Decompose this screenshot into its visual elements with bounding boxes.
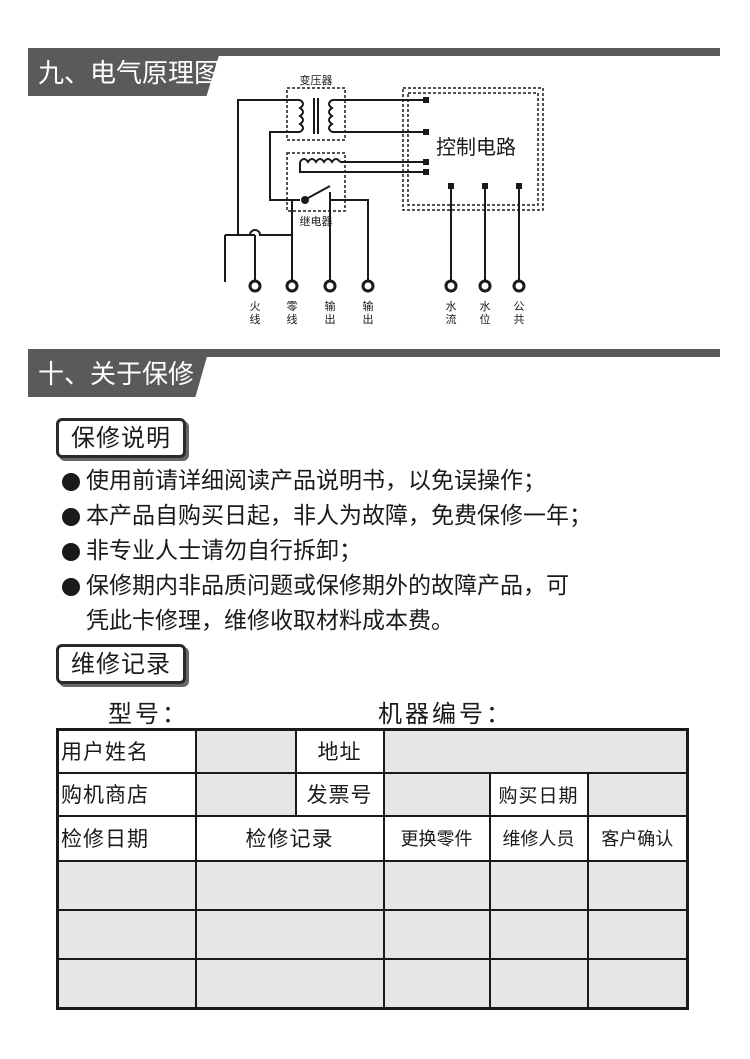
list-item: 本产品自购买日起，非人为故障，免费保修一年； bbox=[60, 499, 720, 534]
transformer-label: 变压器 bbox=[300, 73, 333, 87]
terminal-label: 输出 bbox=[363, 299, 374, 326]
table-cell[interactable] bbox=[382, 957, 491, 1010]
list-item: 保修期内非品质问题或保修期外的故障产品，可 bbox=[60, 569, 720, 604]
model-label: 型号： bbox=[108, 700, 189, 728]
warranty-heading: 保修说明 bbox=[56, 418, 186, 458]
purchase-date-label: 购买日期 bbox=[488, 771, 589, 817]
terminal-output-1 bbox=[323, 279, 337, 293]
table-cell[interactable] bbox=[56, 957, 197, 1010]
wiring-diagram: 变压器 继电器 控制电路 火线 零线 输出 输出 水流 水位 公共 bbox=[224, 73, 544, 326]
terminal-output-2 bbox=[361, 279, 375, 293]
list-item-continuation: 凭此卡修理，维修收取材料成本费。 bbox=[86, 608, 454, 634]
terminal-label: 火线 bbox=[250, 300, 261, 326]
terminal-label: 水位 bbox=[480, 300, 491, 326]
list-item: 非专业人士请勿自行拆卸； bbox=[60, 534, 720, 569]
repair-record-table: 用户姓名 地址 购机商店 发票号 购买日期 检修日期 检修记录 更换零件 维修人… bbox=[56, 728, 690, 1010]
table-cell[interactable] bbox=[194, 908, 385, 960]
table-cell[interactable] bbox=[586, 957, 689, 1010]
table-cell[interactable] bbox=[488, 859, 589, 911]
table-cell[interactable] bbox=[56, 859, 197, 911]
table-row bbox=[56, 859, 689, 911]
column-header: 检修日期 bbox=[56, 814, 197, 862]
user-name-field[interactable] bbox=[194, 728, 297, 774]
terminal-label: 零线 bbox=[287, 300, 298, 326]
relay-box bbox=[286, 152, 346, 212]
terminal-live bbox=[248, 279, 262, 293]
table-cell[interactable] bbox=[194, 859, 385, 911]
section-title: 十、关于保修 bbox=[28, 353, 208, 397]
table-cell[interactable] bbox=[382, 859, 491, 911]
list-item: 使用前请详细阅读产品说明书，以免误操作； bbox=[60, 464, 720, 499]
table-row bbox=[56, 957, 689, 1010]
user-name-label: 用户姓名 bbox=[56, 728, 197, 774]
invoice-field[interactable] bbox=[382, 771, 491, 817]
terminal-label: 输出 bbox=[325, 299, 336, 326]
section-divider bbox=[28, 48, 720, 56]
terminal-flow bbox=[444, 279, 458, 293]
address-field[interactable] bbox=[382, 728, 689, 774]
table-cell[interactable] bbox=[586, 908, 689, 960]
control-box-inner bbox=[407, 92, 539, 206]
purchase-date-field[interactable] bbox=[586, 771, 689, 817]
terminal-label: 水流 bbox=[446, 300, 457, 326]
store-field[interactable] bbox=[194, 771, 297, 817]
column-header: 维修人员 bbox=[488, 814, 589, 862]
control-label: 控制电路 bbox=[436, 135, 516, 159]
table-cell[interactable] bbox=[586, 859, 689, 911]
invoice-label: 发票号 bbox=[294, 771, 385, 817]
column-header: 检修记录 bbox=[194, 814, 385, 862]
store-label: 购机商店 bbox=[56, 771, 197, 817]
terminal-neutral bbox=[285, 279, 299, 293]
address-label: 地址 bbox=[294, 728, 385, 774]
column-header: 客户确认 bbox=[586, 814, 689, 862]
section-title: 九、电气原理图 bbox=[28, 52, 220, 96]
terminal-level bbox=[478, 279, 492, 293]
record-heading: 维修记录 bbox=[56, 644, 186, 684]
serial-label: 机器编号： bbox=[378, 700, 513, 728]
table-cell[interactable] bbox=[488, 908, 589, 960]
table-cell[interactable] bbox=[488, 957, 589, 1010]
section-divider bbox=[28, 349, 720, 357]
table-cell[interactable] bbox=[194, 957, 385, 1010]
relay-label: 继电器 bbox=[300, 215, 333, 228]
column-header: 更换零件 bbox=[382, 814, 491, 862]
table-cell[interactable] bbox=[56, 908, 197, 960]
warranty-list: 使用前请详细阅读产品说明书，以免误操作； 本产品自购买日起，非人为故障，免费保修… bbox=[60, 464, 720, 639]
terminal-label: 公共 bbox=[514, 300, 525, 326]
table-row bbox=[56, 908, 689, 960]
terminal-common bbox=[512, 279, 526, 293]
control-box-outer bbox=[402, 87, 544, 211]
table-cell[interactable] bbox=[382, 908, 491, 960]
